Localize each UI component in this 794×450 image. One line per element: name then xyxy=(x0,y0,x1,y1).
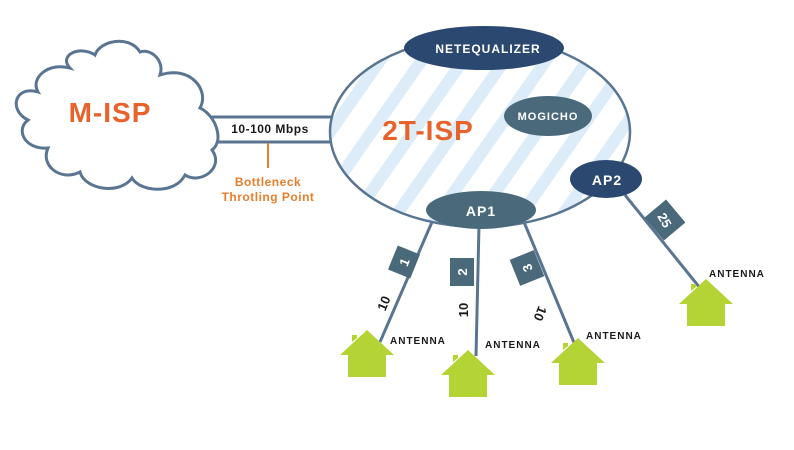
upstream-isp-cloud xyxy=(14,39,220,191)
link-2-tag: 2 xyxy=(450,258,474,286)
bottleneck-label-line2: Throtling Point xyxy=(222,190,315,204)
netequalizer-node[interactable]: NETEQUALIZER xyxy=(404,26,564,70)
antenna-house-4[interactable] xyxy=(679,279,733,326)
netequalizer-label: NETEQUALIZER xyxy=(435,42,540,56)
antenna-house-3[interactable] xyxy=(551,338,605,385)
link-25-id: 25 xyxy=(654,210,674,230)
link-1-tag: 1 xyxy=(388,245,420,279)
link-1-speed: 10 xyxy=(374,294,393,313)
antenna-house-1[interactable] xyxy=(340,330,394,377)
mogicho-label: MOGICHO xyxy=(518,111,579,123)
ap1-label: AP1 xyxy=(466,203,496,219)
ap1-node[interactable]: AP1 xyxy=(426,191,536,229)
antenna-label-3: ANTENNA xyxy=(586,331,642,342)
link-3-line xyxy=(522,221,577,346)
bandwidth-link xyxy=(195,115,340,144)
antenna-label-2: ANTENNA xyxy=(485,340,541,351)
antenna-house-2[interactable] xyxy=(441,350,495,397)
ap2-label: AP2 xyxy=(592,172,622,188)
link-1-line xyxy=(378,221,434,343)
house-icon xyxy=(551,338,605,385)
upstream-isp-label: M-ISP xyxy=(69,97,152,128)
house-icon xyxy=(340,330,394,377)
link-25-line xyxy=(623,194,702,289)
link-2-id: 2 xyxy=(455,268,470,275)
bottleneck-label-line1: Bottleneck xyxy=(235,175,301,189)
link-3-speed: 10 xyxy=(531,304,550,323)
antenna-label-4: ANTENNA xyxy=(709,269,765,280)
house-icon xyxy=(441,350,495,397)
antenna-label-1: ANTENNA xyxy=(390,336,446,347)
ap2-node[interactable]: AP2 xyxy=(570,160,642,198)
link-2-line xyxy=(474,224,481,357)
mogicho-node[interactable]: MOGICHO xyxy=(504,96,592,136)
house-icon xyxy=(679,279,733,326)
local-isp-label: 2T-ISP xyxy=(382,115,474,146)
link-3-tag: 3 xyxy=(509,250,545,286)
link-25-tag: 25 xyxy=(644,199,686,241)
link-2-speed: 10 xyxy=(456,303,471,317)
link-bandwidth-label: 10-100 Mbps xyxy=(231,122,309,136)
